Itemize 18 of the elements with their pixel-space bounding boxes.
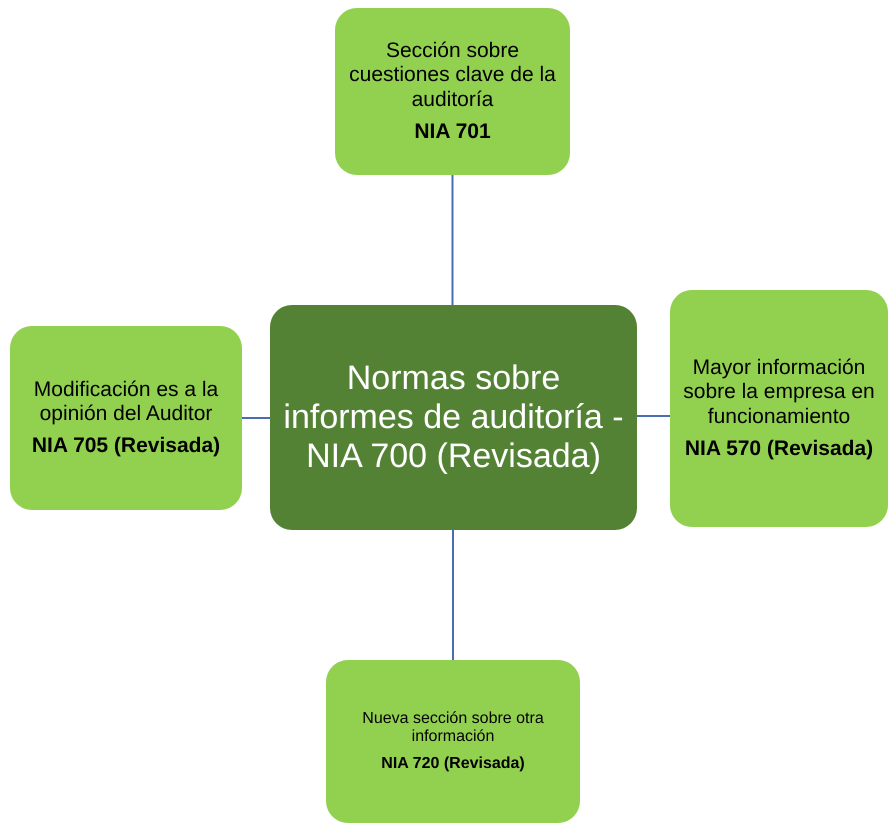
standard-reference: NIA 570 (Revisada)	[684, 436, 874, 461]
topic-text: Normas sobre informes de auditoría - NIA 700 (Revisada)	[282, 358, 625, 476]
connector-line	[242, 417, 270, 419]
standard-reference: NIA 701	[414, 120, 491, 144]
topic-text: Modificación es a la opinión del Auditor	[32, 378, 220, 426]
topic-text: Sección sobre cuestiones clave de la auditoría	[348, 39, 557, 112]
subtopic-box	[335, 8, 570, 175]
standard-reference: NIA 720 (Revisada)	[381, 754, 525, 774]
standard-reference: NIA 705 (Revisada)	[32, 434, 220, 458]
central-topic-box	[270, 305, 637, 530]
subtopic-box	[326, 660, 580, 823]
connector-line	[452, 530, 454, 660]
topic-text: Nueva sección sobre otra información	[361, 710, 545, 747]
topic-text: Mayor información sobre la empresa en funcionamiento	[682, 356, 876, 429]
connector-line	[452, 175, 454, 305]
subtopic-box	[10, 326, 242, 510]
connector-line	[637, 415, 670, 417]
subtopic-box	[670, 290, 888, 527]
